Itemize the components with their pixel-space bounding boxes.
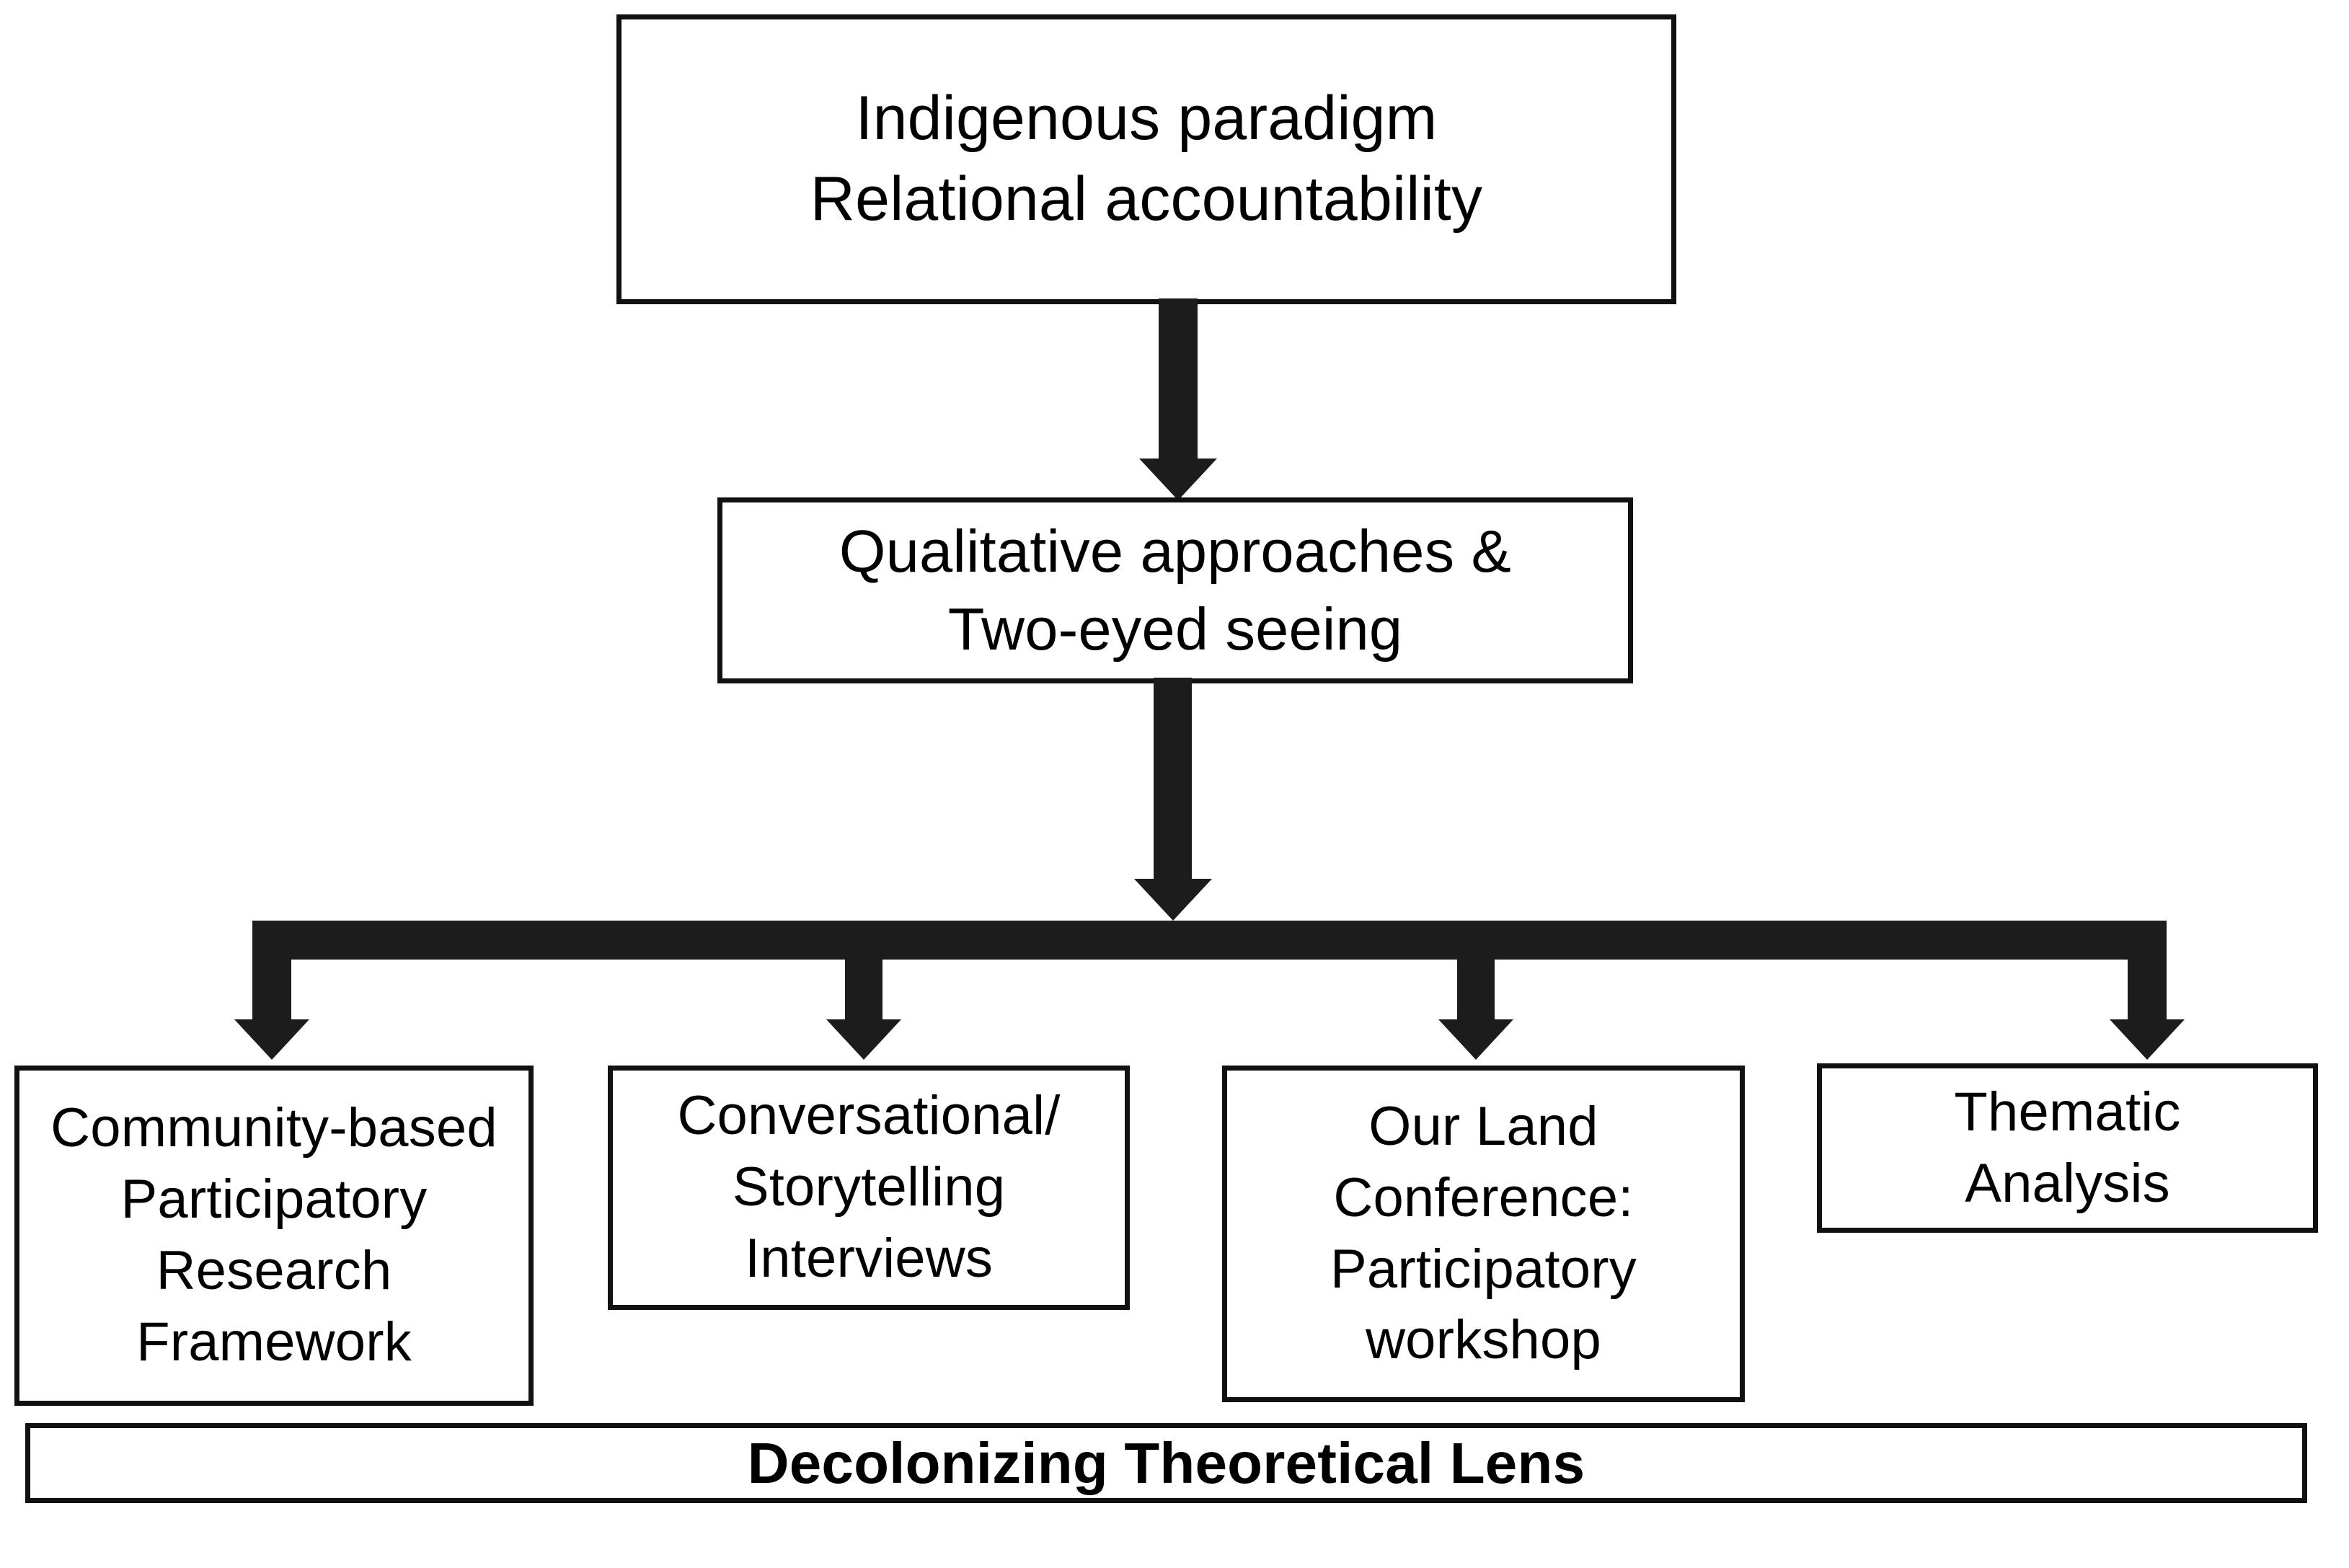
branch-arrow-4-head-icon (2110, 1019, 2185, 1060)
branch-arrow-4-stem (2128, 960, 2167, 1023)
distribution-bar (252, 921, 2167, 960)
branch-arrow-3-stem (1457, 960, 1495, 1023)
branch-arrow-1-head-icon (234, 1019, 309, 1060)
node-conversational-storytelling-interviews[interactable]: Conversational/ Storytelling Interviews (608, 1066, 1130, 1310)
node-qualitative-approaches[interactable]: Qualitative approaches & Two-eyed seeing (717, 497, 1633, 683)
node-our-land-conference[interactable]: Our Land Conference: Participatory works… (1222, 1066, 1745, 1402)
arrow-paradigm-to-qualitative-stem (1159, 298, 1198, 464)
node-community-based-participatory-research-label: Community-based Participatory Research F… (50, 1097, 497, 1373)
node-conversational-storytelling-interviews-label: Conversational/ Storytelling Interviews (677, 1085, 1061, 1289)
node-indigenous-paradigm-label: Indigenous paradigm Relational accountab… (810, 84, 1483, 234)
node-decolonizing-theoretical-lens-label: Decolonizing Theoretical Lens (747, 1430, 1585, 1495)
branch-arrow-1-stem (252, 960, 291, 1023)
branch-arrow-2-head-icon (826, 1019, 901, 1060)
node-indigenous-paradigm[interactable]: Indigenous paradigm Relational accountab… (616, 14, 1676, 304)
node-community-based-participatory-research[interactable]: Community-based Participatory Research F… (14, 1066, 534, 1406)
node-decolonizing-theoretical-lens[interactable]: Decolonizing Theoretical Lens (25, 1423, 2307, 1503)
node-our-land-conference-label: Our Land Conference: Participatory works… (1330, 1095, 1637, 1371)
arrow-qualitative-to-branches-head-icon (1134, 879, 1212, 921)
arrow-paradigm-to-qualitative-head-icon (1139, 459, 1217, 500)
branch-arrow-2-stem (845, 960, 882, 1023)
arrow-qualitative-to-branches-stem (1154, 678, 1192, 883)
branch-arrow-3-head-icon (1438, 1019, 1513, 1060)
node-qualitative-approaches-label: Qualitative approaches & Two-eyed seeing (839, 518, 1512, 663)
node-thematic-analysis-label: Thematic Analysis (1954, 1081, 2181, 1214)
node-thematic-analysis[interactable]: Thematic Analysis (1817, 1063, 2318, 1233)
